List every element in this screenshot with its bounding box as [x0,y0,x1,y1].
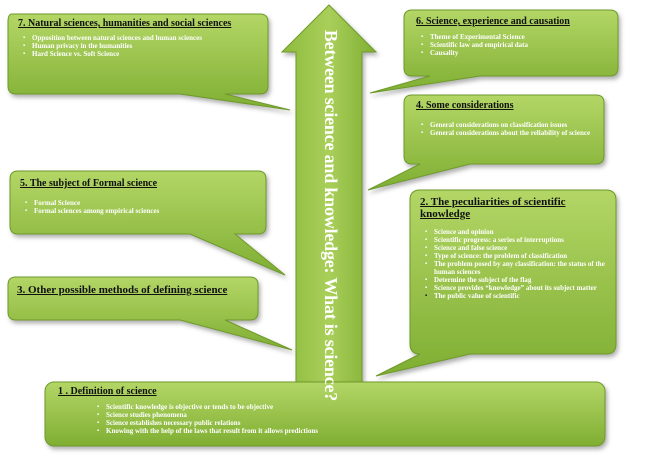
box-2-title: 2. The peculiarities of scientific knowl… [420,196,566,220]
box-6: 6. Science, experience and causation The… [416,16,616,57]
list-item: Science and opinion [425,228,610,236]
list-item: Causality [421,49,616,57]
box-4-title: 4. Some considerations [416,100,514,111]
box-5-title: 5. The subject of Formal science [20,178,158,189]
list-item: Type of science: the problem of classifi… [425,252,610,260]
list-item: Hard Science vs. Soft Science [23,50,258,58]
list-item: Formal sciences among empirical sciences [25,207,260,215]
list-item: Formal Science [25,199,260,207]
box-1-list: Scientific knowledge is objective or ten… [58,403,598,435]
list-item: General considerations about the reliabi… [421,129,596,137]
axis-label-text: Between science and knowledge: What is s… [321,29,342,401]
box-4: 4. Some considerations General considera… [416,100,596,137]
central-arrow [280,4,378,385]
list-item: Scientific knowledge is objective or ten… [97,403,598,411]
box-1-title: 1 . Definition of science [58,386,157,397]
list-item: Scientific law and empirical data [421,41,616,49]
list-item: The public value of scientific [425,292,610,300]
list-item: General considerations on classification… [421,121,596,129]
box-7-title: 7. Natural sciences, humanities and soci… [18,18,232,29]
box-6-title: 6. Science, experience and causation [416,16,570,27]
box-4-list: General considerations on classification… [416,121,596,137]
box-7: 7. Natural sciences, humanities and soci… [18,18,258,58]
box-2: 2. The peculiarities of scientific knowl… [420,196,610,300]
list-item: Science provides “knowledge” about its s… [425,284,610,292]
list-item: Science and false science [425,244,610,252]
box-5: 5. The subject of Formal science Formal … [20,178,260,215]
list-item: Science establishes necessary public rel… [97,419,598,427]
list-item: Knowing with the help of the laws that r… [97,427,598,435]
box-3-title: 3. Other possible methods of defining sc… [17,284,228,296]
callout-5 [9,170,286,276]
list-item: Opposition between natural sciences and … [23,34,258,42]
box-6-list: Theme of Experimental Science Scientific… [416,33,616,57]
box-7-list: Opposition between natural sciences and … [18,34,258,58]
callout-3 [7,276,293,351]
box-5-list: Formal Science Formal sciences among emp… [20,199,260,215]
box-1-content: 1 . Definition of science Scientific kno… [58,386,598,435]
list-item: Scientific progress: a series of interru… [425,236,610,244]
list-item: The problem posed by any classification:… [425,260,610,276]
list-item: Human privacy in the humanities [23,42,258,50]
list-item: Theme of Experimental Science [421,33,616,41]
box-3: 3. Other possible methods of defining sc… [17,284,252,296]
axis-label: Between science and knowledge: What is s… [311,20,351,410]
callout-4 [367,94,605,191]
list-item: Determine the subject of the flag [425,276,610,284]
list-item: Science studies phenomena [97,411,598,419]
box-2-list: Science and opinion Scientific progress:… [420,228,610,300]
